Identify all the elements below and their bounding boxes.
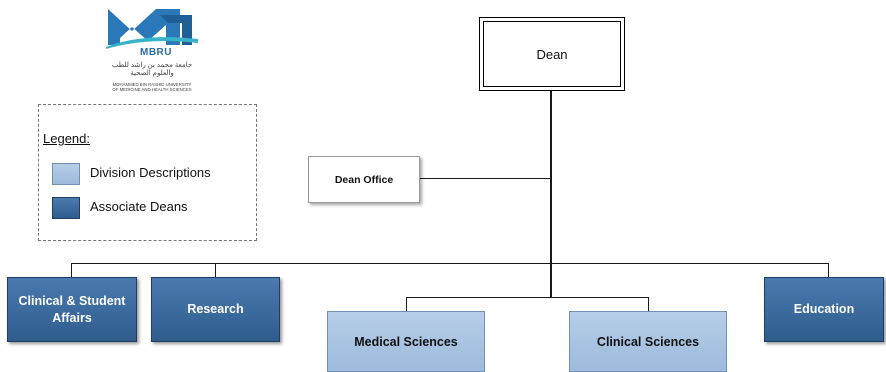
logo-english-line-1: MOHAMMED BIN RASHID UNIVERSITY: [112, 82, 192, 87]
logo-arabic-name: جامعة محمد بن راشد للطب والعلوم الصحية: [111, 62, 193, 77]
logo-english-name: MOHAMMED BIN RASHID UNIVERSITY OF MEDICI…: [102, 82, 202, 92]
legend-swatch-associate-dean: [52, 197, 80, 219]
associate-dean-label: Education: [793, 302, 855, 317]
connector-associate-bus: [71, 263, 829, 264]
legend-swatch-division: [52, 163, 80, 185]
associate-dean-research: Research: [151, 277, 280, 342]
dean-office-label: Dean Office: [334, 173, 394, 186]
connector-drop-medical-sciences: [406, 297, 407, 311]
logo-brand-text: MBRU: [140, 47, 172, 58]
associate-dean-label: Research: [187, 302, 244, 317]
associate-dean-label: Clinical & Student Affairs: [18, 294, 126, 325]
mbru-logo: MBRU جامعة محمد بن راشد للطب والعلوم الص…: [102, 5, 202, 97]
connector-division-bus: [406, 297, 649, 298]
dean-box: Dean: [479, 17, 625, 91]
connector-dean-office: [420, 178, 551, 179]
connector-drop-clinical-sciences: [648, 297, 649, 311]
associate-dean-clinical-student-affairs: Clinical & Student Affairs: [7, 277, 137, 342]
dean-office-box: Dean Office: [308, 156, 420, 203]
legend-title: Legend:: [43, 131, 90, 146]
logo-english-line-2: OF MEDICINE AND HEALTH SCIENCES: [112, 87, 192, 93]
division-label: Clinical Sciences: [596, 334, 700, 349]
division-label: Medical Sciences: [354, 334, 458, 349]
dean-label: Dean: [483, 21, 621, 87]
legend-label-division: Division Descriptions: [90, 165, 211, 180]
mbru-logo-mark-icon: [106, 9, 198, 49]
division-medical-sciences: Medical Sciences: [327, 311, 485, 372]
connector-dean-trunk: [550, 91, 552, 297]
legend: Legend: Division Descriptions Associate …: [38, 104, 257, 241]
connector-drop-clinical-student: [71, 263, 72, 277]
connector-drop-education: [828, 263, 829, 277]
connector-drop-research: [215, 263, 216, 277]
division-clinical-sciences: Clinical Sciences: [569, 311, 727, 372]
associate-dean-education: Education: [764, 277, 884, 342]
legend-label-associate-dean: Associate Deans: [90, 199, 188, 214]
